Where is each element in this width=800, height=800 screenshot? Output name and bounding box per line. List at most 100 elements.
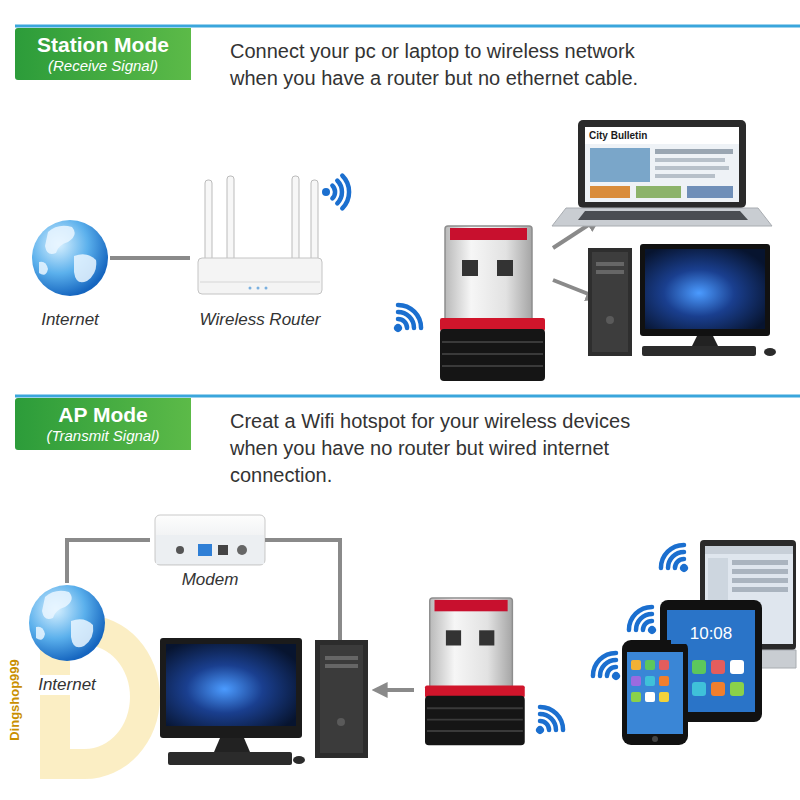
modem [176, 546, 184, 554]
modem [156, 535, 264, 564]
description-text: Connect your pc or laptop to wireless ne… [230, 38, 670, 92]
desktop-computer [588, 248, 632, 356]
tablet [692, 682, 706, 696]
laptop [590, 148, 650, 182]
wireless-router [311, 180, 318, 262]
mode-subtitle: (Transmit Signal) [46, 427, 159, 445]
wireless-router [198, 176, 322, 294]
laptop [687, 186, 733, 198]
internet-node: Internet [30, 218, 110, 330]
laptop [636, 186, 681, 198]
wireless-router [292, 176, 299, 262]
globe-icon [32, 220, 108, 296]
tablet [692, 660, 706, 674]
wireless-router [257, 287, 260, 290]
desktop-computer [606, 316, 614, 324]
smartphone [631, 692, 641, 702]
wifi-signal [526, 702, 568, 744]
usb-wifi-dongle [440, 226, 545, 381]
desktop-computer [325, 664, 358, 668]
desktop-computer [337, 718, 345, 726]
desktop-computer [596, 262, 624, 266]
smartphone [659, 676, 669, 686]
desktop-computer [293, 756, 305, 764]
cable-line [265, 540, 340, 640]
wifi-signal [588, 648, 630, 690]
modem [218, 545, 228, 555]
node-label: Modem [179, 570, 242, 590]
usb-wifi-dongle [425, 598, 525, 745]
laptop [590, 186, 630, 198]
laptop [578, 211, 748, 220]
mode-subtitle: (Receive Signal) [48, 57, 158, 75]
smartphone [631, 660, 641, 670]
laptop [705, 546, 793, 554]
laptop [655, 158, 725, 162]
laptop [585, 127, 739, 202]
pointer-arrow [378, 688, 414, 692]
wireless-router [198, 258, 322, 294]
smartphone [627, 652, 683, 734]
smartphone [622, 640, 688, 745]
desktop-computer [214, 738, 250, 752]
smartphone [645, 676, 655, 686]
wireless-router [205, 180, 212, 262]
desktop-computer [168, 752, 292, 765]
laptop [655, 166, 729, 170]
desktop-computer [160, 638, 302, 738]
laptop [732, 569, 788, 574]
wireless-router [200, 282, 320, 283]
mode-title: AP Mode [58, 402, 147, 427]
laptop [578, 120, 746, 208]
desktop-computer [166, 644, 296, 726]
desktop-computer [596, 270, 624, 274]
description-text: Creat a Wifi hotspot for your wireless d… [230, 408, 670, 489]
mode-tab: AP Mode(Transmit Signal) [15, 398, 191, 450]
wifi-signal [624, 602, 666, 644]
desktop-computer [160, 638, 368, 765]
node-label: Internet [38, 310, 102, 330]
wifi-signal [322, 176, 349, 209]
smartphone [645, 660, 655, 670]
modem [155, 515, 265, 565]
modem-node: Modem [150, 513, 270, 590]
wireless-router [227, 176, 234, 262]
desktop-computer [588, 244, 776, 356]
mode-title: Station Mode [37, 32, 169, 57]
desktop-computer [642, 346, 756, 356]
laptop [732, 560, 788, 565]
cable-line [110, 256, 190, 260]
globe-icon [29, 585, 105, 661]
desktop-computer [764, 348, 776, 356]
wifi-signal [656, 540, 698, 582]
laptop [552, 120, 772, 226]
modem [155, 515, 265, 565]
tablet [711, 660, 725, 674]
tablet [730, 660, 744, 674]
clock-text: 10:08 [671, 624, 751, 644]
desktop-computer [640, 244, 770, 336]
tablet [711, 682, 725, 696]
laptop [552, 208, 772, 226]
smartphone [622, 640, 688, 745]
desktop-computer [320, 645, 363, 753]
smartphone [659, 660, 669, 670]
watermark-text: Dingshop999 [7, 659, 22, 741]
internet-node: Internet [27, 583, 107, 695]
laptop [655, 174, 715, 178]
tablet [730, 682, 744, 696]
desktop-computer [645, 249, 765, 329]
node-label: Internet [35, 675, 99, 695]
laptop [585, 127, 739, 144]
laptop [732, 578, 788, 583]
desktop-computer [692, 336, 718, 346]
cable-line [67, 540, 150, 583]
desktop-computer [325, 656, 358, 660]
desktop-computer [592, 252, 628, 352]
smartphone [645, 692, 655, 702]
smartphone [652, 736, 658, 742]
mode-tab: Station Mode(Receive Signal) [15, 28, 191, 80]
node-label: Wireless Router [197, 310, 324, 330]
wifi-signal [384, 300, 426, 342]
